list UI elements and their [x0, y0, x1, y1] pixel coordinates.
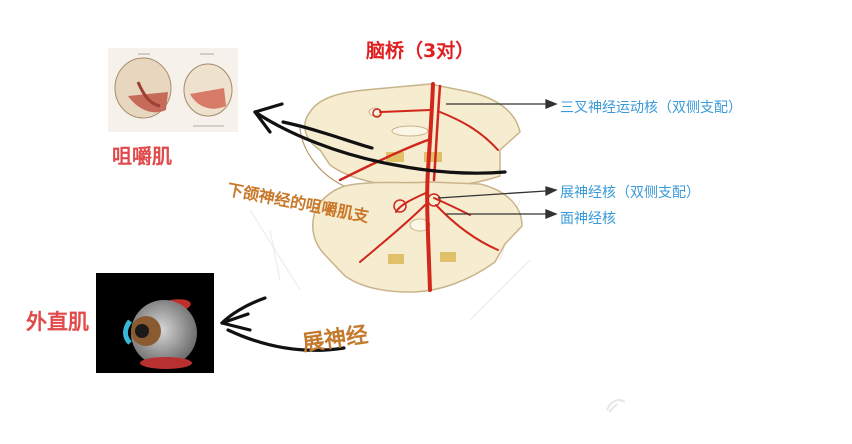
- pons-lower-section: [312, 181, 523, 293]
- pointer-lines: [437, 99, 558, 219]
- eye-illustration: [96, 273, 214, 373]
- skull-icon: [114, 53, 233, 127]
- diagram-title: 脑桥（3对）: [366, 40, 475, 62]
- abducens-nucleus-label: 展神经核（双侧支配）: [560, 185, 700, 201]
- masseter-illustration: [108, 48, 238, 132]
- nerve-tracts: [338, 82, 499, 292]
- watermark-logo-icon: [606, 399, 626, 413]
- trigeminal-motor-nucleus-label: 三叉神经运动核（双侧支配）: [560, 100, 742, 116]
- facial-nucleus-label: 面神经核: [560, 211, 616, 227]
- pons-upper-section: [299, 83, 521, 193]
- masseter-label: 咀嚼肌: [112, 144, 172, 168]
- eyeball-icon: [123, 299, 197, 369]
- hand-drawn-arrows: [220, 102, 507, 352]
- lateral-rectus-label: 外直肌: [26, 310, 89, 334]
